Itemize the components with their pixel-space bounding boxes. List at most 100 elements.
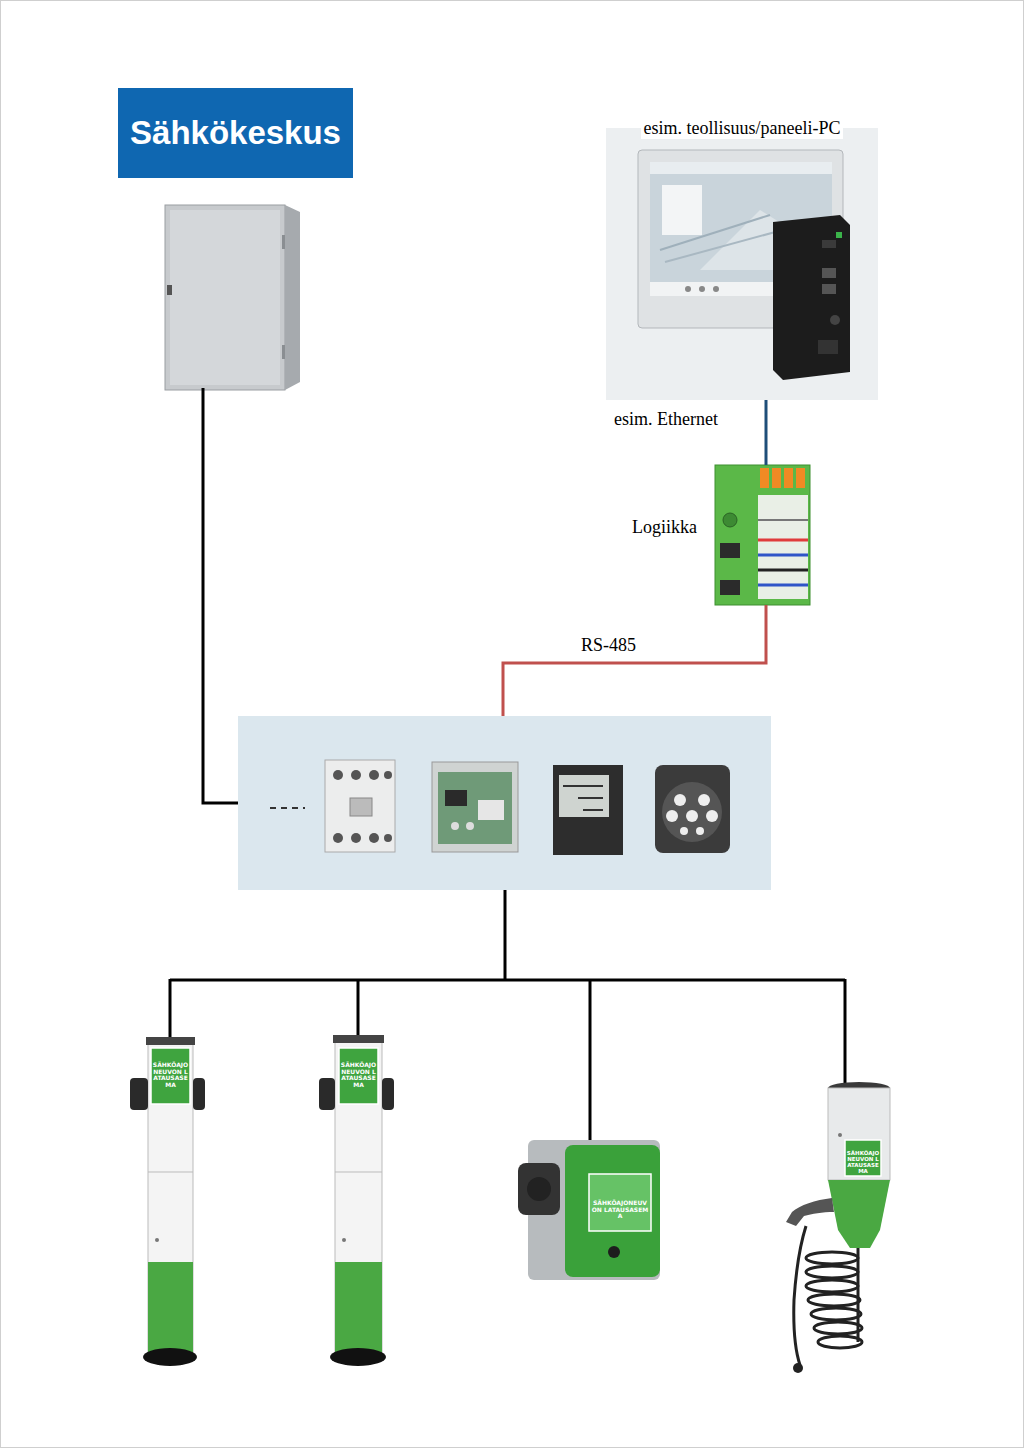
label-plate: Sähkökeskus bbox=[118, 88, 353, 178]
edge-label: esim. Ethernet bbox=[612, 409, 720, 430]
distribution-wires bbox=[170, 890, 845, 1140]
ethernet-connector bbox=[765, 400, 768, 465]
pillar-charger-part bbox=[193, 1078, 205, 1110]
component-band-part bbox=[655, 765, 730, 853]
panel-pc-part bbox=[830, 315, 840, 325]
cabinet-part bbox=[170, 210, 280, 385]
component-band-part bbox=[325, 760, 395, 852]
pillar-charger-part bbox=[148, 1262, 193, 1357]
pillar-charger-part bbox=[335, 1172, 382, 1173]
distribution-wires-part bbox=[504, 890, 507, 981]
component-band-part bbox=[451, 822, 459, 830]
panel-pc-part bbox=[836, 232, 842, 238]
wall-box-charger bbox=[518, 1140, 660, 1280]
cable-charger-part bbox=[793, 1363, 803, 1373]
plc-module-part bbox=[758, 554, 808, 557]
pillar-charger-part bbox=[333, 1035, 384, 1043]
cable-charger-part bbox=[794, 1226, 806, 1365]
distribution-wires-part bbox=[357, 979, 360, 1038]
distribution-wires-part bbox=[589, 979, 592, 1140]
plc-module-part bbox=[715, 465, 810, 605]
plc-module-part bbox=[723, 513, 737, 527]
component-band-part bbox=[238, 716, 771, 890]
cabinet-part bbox=[282, 345, 285, 359]
plc-module-part bbox=[796, 468, 805, 488]
power-wire bbox=[203, 388, 238, 803]
panel-pc-part bbox=[662, 185, 702, 235]
panel-pc-part bbox=[650, 162, 832, 174]
component-band-part bbox=[478, 800, 504, 820]
component-band-part bbox=[553, 765, 623, 855]
cabinet-part bbox=[282, 235, 285, 249]
plc-module-part bbox=[758, 569, 808, 572]
component-band-part bbox=[696, 827, 704, 835]
wall-box-charger-part bbox=[589, 1174, 651, 1231]
component-band-part bbox=[583, 809, 603, 811]
panel-pc-part bbox=[822, 268, 836, 278]
node-text: Logiikka bbox=[632, 517, 697, 538]
node-text: Sähkökeskus bbox=[130, 114, 341, 152]
pillar-charger-part bbox=[339, 1048, 378, 1104]
plc-module-part bbox=[772, 468, 781, 488]
pillar-charger-part bbox=[155, 1238, 159, 1242]
cable-charger-part bbox=[828, 1180, 890, 1248]
pillar-charger bbox=[319, 1035, 394, 1366]
pillar-charger-part bbox=[319, 1078, 335, 1110]
plc-module-part bbox=[758, 519, 808, 521]
plc-module-part bbox=[720, 543, 740, 558]
panel-pc-part bbox=[713, 286, 719, 292]
plc-module-part bbox=[758, 495, 808, 599]
component-band-part bbox=[369, 833, 379, 843]
pillar-charger-part bbox=[335, 1262, 382, 1357]
component-band-part bbox=[698, 794, 710, 806]
cable-charger-part-part bbox=[818, 1336, 862, 1348]
panel-pc-part bbox=[660, 215, 770, 250]
component-band-part bbox=[438, 772, 512, 844]
component-band-part bbox=[384, 834, 392, 842]
pillar-charger bbox=[130, 1037, 205, 1366]
cable-charger-part bbox=[828, 1088, 890, 1180]
sign-text: SÄHKÖAJONEUVON LATAUSASEMA bbox=[591, 1200, 649, 1220]
cabinet-part bbox=[285, 205, 300, 390]
cable-charger-part-part bbox=[806, 1266, 858, 1278]
component-band-part bbox=[351, 770, 361, 780]
pillar-charger-part bbox=[130, 1078, 148, 1110]
wall-box-charger-part bbox=[518, 1163, 560, 1215]
plc-box: Logiikka bbox=[622, 465, 810, 605]
rs485-wire bbox=[503, 605, 766, 716]
pillar-charger-part bbox=[151, 1048, 190, 1104]
plc-module bbox=[715, 465, 810, 605]
panel-pc-part bbox=[822, 284, 836, 294]
plc-module-part bbox=[720, 580, 740, 595]
cable-charger-part-part bbox=[808, 1294, 860, 1306]
component-band-part bbox=[333, 833, 343, 843]
component-band-part bbox=[270, 807, 305, 809]
cabinet bbox=[165, 205, 300, 390]
component-band-part bbox=[445, 790, 467, 806]
panel-pc-part bbox=[699, 286, 705, 292]
component-band-part bbox=[563, 785, 603, 787]
component-band-part bbox=[466, 822, 474, 830]
component-band-part bbox=[351, 833, 361, 843]
distribution-wires-part bbox=[169, 979, 172, 1040]
component-band-part bbox=[662, 782, 722, 842]
pillar-charger-part bbox=[148, 1172, 193, 1173]
component-band-part bbox=[432, 762, 518, 852]
component-band bbox=[238, 716, 771, 890]
sign-text: SÄHKÖAJONEUVON LATAUSASEMA bbox=[152, 1062, 189, 1088]
plc-module-part bbox=[758, 584, 808, 587]
component-band-part bbox=[680, 827, 688, 835]
pillar-charger-part bbox=[335, 1038, 382, 1360]
cable-charger-part bbox=[845, 1140, 881, 1176]
plc-module-part bbox=[758, 539, 808, 542]
pillar-charger-part bbox=[143, 1348, 197, 1366]
panel-pc bbox=[606, 128, 878, 400]
panel-pc-part bbox=[818, 340, 838, 354]
pillar-charger-part bbox=[146, 1037, 195, 1045]
component-band-part bbox=[578, 797, 603, 799]
component-band-part bbox=[350, 798, 372, 816]
